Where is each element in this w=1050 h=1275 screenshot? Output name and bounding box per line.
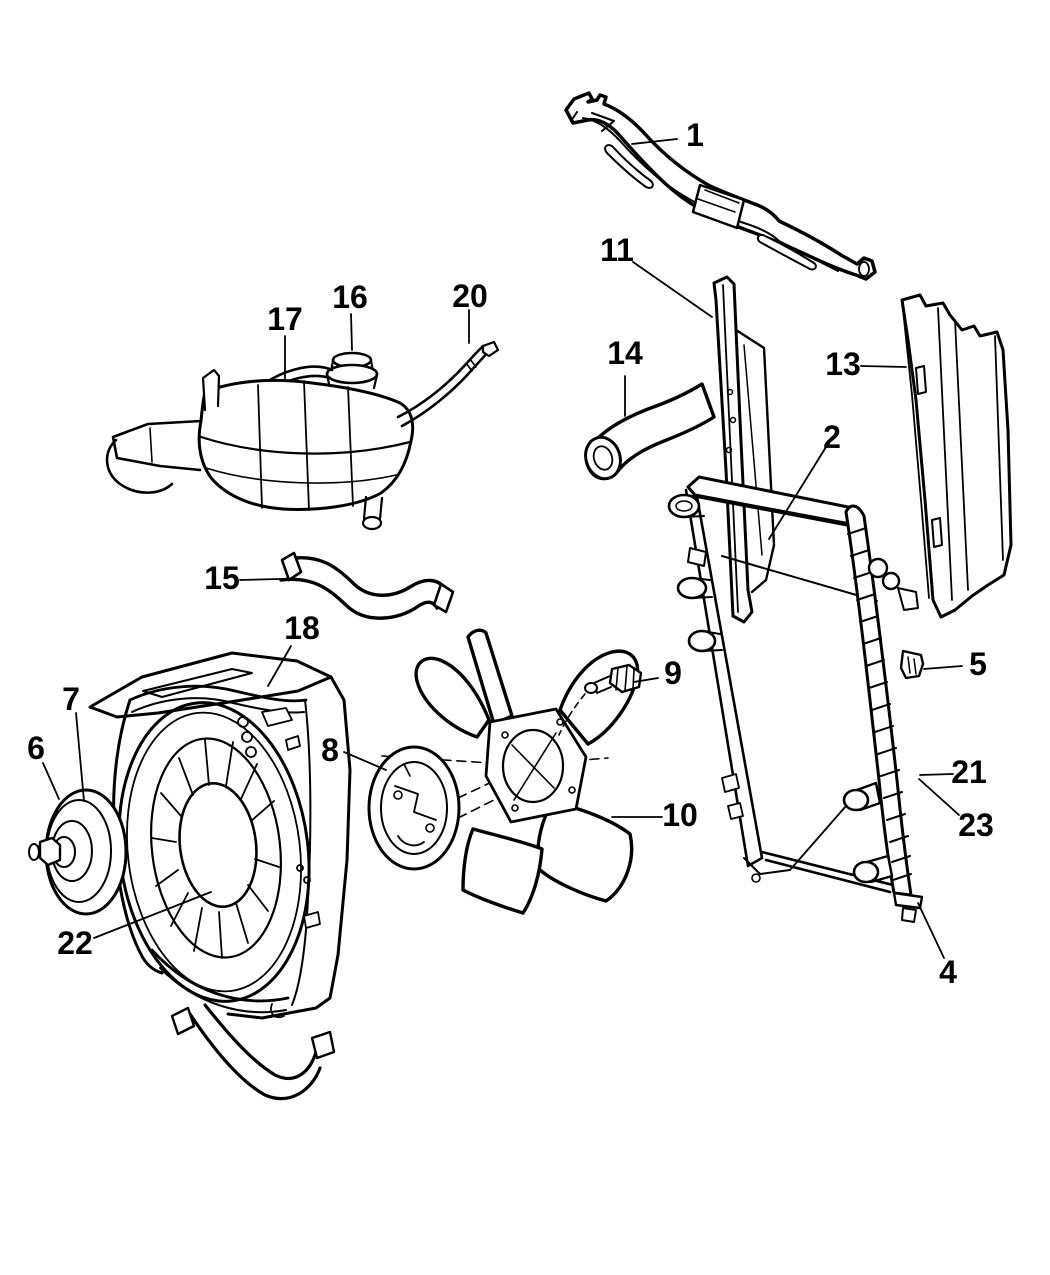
radiator-side-seal-left — [712, 275, 776, 624]
callout-15: 15 — [204, 560, 240, 596]
callout-14: 14 — [607, 335, 643, 371]
callout-10: 10 — [662, 797, 698, 833]
callout-11: 11 — [600, 232, 634, 268]
callout-2: 2 — [823, 419, 841, 455]
radiator-mount-clip — [899, 649, 925, 680]
fan-pulley — [28, 788, 128, 916]
callout-20: 20 — [452, 278, 488, 314]
overflow-hose — [396, 340, 500, 428]
drain-cock — [892, 891, 924, 923]
fan-clutch — [367, 745, 461, 871]
callout-8: 8 — [321, 732, 339, 768]
shroud-inner-ribs — [151, 739, 280, 959]
callout-21: 21 — [951, 754, 987, 790]
radiator-ports-left — [667, 493, 744, 820]
fan-shroud — [88, 651, 352, 1101]
upper-radiator-hose — [584, 382, 716, 481]
callout-labels: 1 2 4 5 6 7 8 9 10 11 13 14 15 16 17 18 … — [27, 117, 994, 990]
lower-hose — [279, 551, 455, 620]
fan-blade-edge — [466, 628, 514, 726]
crossmember-closure-panel — [564, 91, 877, 281]
leader-lines — [42, 138, 963, 959]
radiator-tank-ribs — [847, 527, 912, 881]
callout-23: 23 — [958, 807, 994, 843]
coolant-recovery-bottle — [105, 340, 500, 531]
radiator-ports-right — [789, 781, 894, 884]
callout-5: 5 — [969, 646, 987, 682]
callout-17: 17 — [267, 301, 303, 337]
callout-6: 6 — [27, 730, 45, 766]
fan-blade — [414, 628, 640, 915]
callout-22: 22 — [57, 925, 93, 961]
callout-1: 1 — [686, 117, 704, 153]
callout-9: 9 — [664, 655, 682, 691]
pressure-cap — [325, 351, 379, 390]
callout-13: 13 — [825, 346, 861, 382]
shroud-clips — [237, 707, 321, 1019]
callout-16: 16 — [332, 279, 368, 315]
callout-4: 4 — [939, 954, 957, 990]
radiator-side-seal-right — [900, 293, 1013, 619]
callout-7: 7 — [62, 681, 80, 717]
shroud-drain-hose — [170, 1003, 336, 1101]
radiator — [667, 475, 925, 923]
callout-18: 18 — [284, 610, 320, 646]
fan-bolt — [558, 663, 643, 736]
pulley-nut — [38, 836, 62, 867]
